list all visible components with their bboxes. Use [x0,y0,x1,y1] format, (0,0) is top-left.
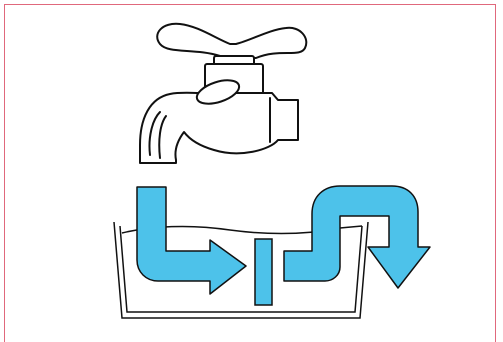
faucet-handle [156,22,308,59]
faucet-highlight-2 [158,115,167,159]
inflow-arrow-icon [136,186,247,295]
siphon-arrow-icon [283,185,431,289]
faucet-highlight [148,111,161,156]
faucet-body [139,91,299,164]
basin-outer-wall [113,221,369,319]
faucet-knob [195,79,241,105]
basin-inner-wall [119,225,363,313]
faucet-icon [139,22,308,164]
barrier-block [254,238,273,306]
diagram-frame [4,4,496,342]
